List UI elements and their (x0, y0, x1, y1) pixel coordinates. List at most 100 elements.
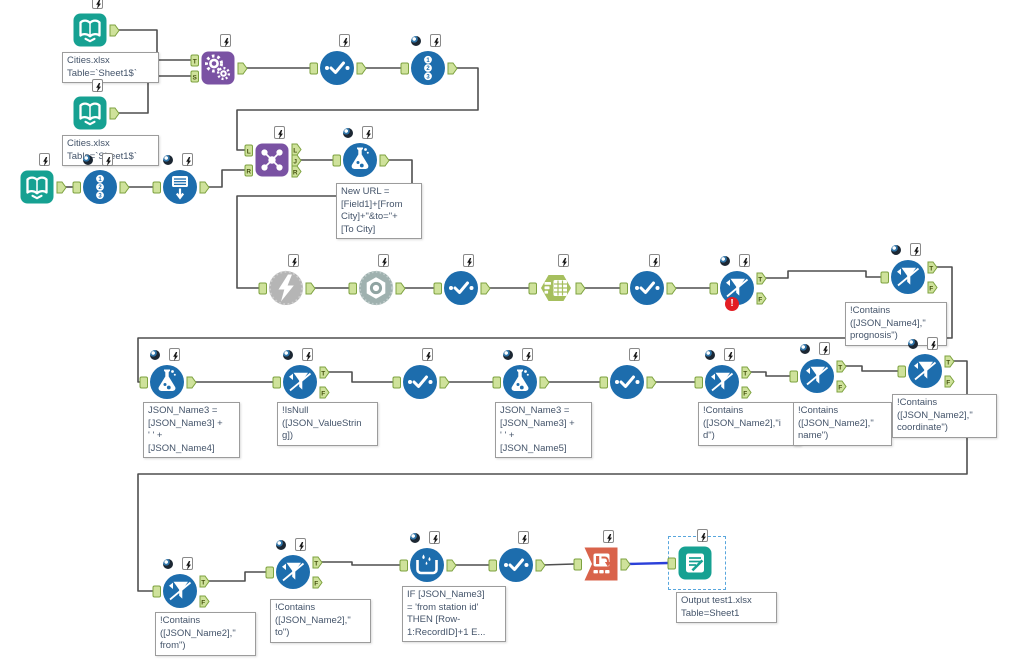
output-anchor[interactable] (620, 558, 631, 571)
input-cities-1-tool[interactable] (72, 0, 120, 48)
output-anchor[interactable] (447, 62, 458, 75)
output-anchor[interactable] (109, 24, 120, 37)
output-anchor-F[interactable]: F (741, 386, 752, 399)
output-anchor-F[interactable]: F (927, 281, 938, 294)
output-anchor[interactable] (446, 559, 457, 572)
input-anchor[interactable] (258, 282, 269, 295)
input-anchor[interactable] (265, 566, 276, 579)
input-anchor[interactable] (528, 282, 539, 295)
select-1-tool[interactable] (309, 34, 367, 86)
output-anchor-T[interactable]: T (756, 272, 767, 285)
input-cities-3-tool[interactable] (19, 153, 67, 205)
input-anchor[interactable] (667, 557, 678, 570)
output-anchor[interactable] (395, 282, 406, 295)
output-anchor[interactable] (305, 282, 316, 295)
transpose-tool[interactable] (573, 530, 631, 582)
input-anchor[interactable] (433, 282, 444, 295)
output-anchor-T[interactable]: T (836, 360, 847, 373)
output-anchor[interactable] (379, 154, 390, 167)
output-anchor[interactable] (186, 376, 197, 389)
output-anchor[interactable] (646, 376, 657, 389)
download-tool[interactable] (258, 254, 316, 306)
select-4-tool[interactable] (488, 531, 546, 583)
output-anchor-T[interactable]: T (199, 575, 210, 588)
output-anchor[interactable] (480, 282, 491, 295)
multi-row-formula-tool[interactable] (399, 531, 457, 583)
formula-name4-tool[interactable] (139, 348, 197, 400)
select-5-tool[interactable] (392, 348, 450, 400)
output-anchor[interactable] (109, 107, 120, 120)
output-anchor[interactable] (439, 376, 450, 389)
input-anchor[interactable] (573, 558, 584, 571)
input-anchor[interactable] (392, 376, 403, 389)
output-anchor[interactable] (237, 62, 248, 75)
input-anchor[interactable] (272, 376, 283, 389)
text-to-columns-tool[interactable] (528, 254, 586, 306)
input-anchor[interactable] (709, 282, 720, 295)
input-anchor[interactable] (332, 154, 343, 167)
input-anchor-S[interactable]: S (190, 70, 201, 83)
output-anchor-F[interactable]: F (319, 386, 330, 399)
output-anchor[interactable] (539, 376, 550, 389)
input-anchor[interactable] (488, 559, 499, 572)
input-anchor[interactable] (880, 271, 891, 284)
input-anchor[interactable] (152, 585, 163, 598)
output-anchor-F[interactable]: F (836, 380, 847, 393)
json-parse-tool[interactable] (348, 254, 406, 306)
input-anchor[interactable] (139, 376, 150, 389)
formula-new-url-tool[interactable] (332, 126, 390, 178)
output-anchor-T[interactable]: T (927, 261, 938, 274)
output-anchor-F[interactable]: F (944, 375, 955, 388)
input-anchor[interactable] (152, 181, 163, 194)
output-anchor-T[interactable]: T (319, 366, 330, 379)
input-anchor[interactable] (619, 282, 630, 295)
output-anchor[interactable] (575, 282, 586, 295)
input-anchor-T[interactable]: T (190, 54, 201, 67)
input-anchor[interactable] (309, 62, 320, 75)
input-anchor-L[interactable]: L (244, 144, 255, 157)
output-anchor[interactable] (535, 559, 546, 572)
input-anchor[interactable] (599, 376, 610, 389)
output-anchor[interactable] (119, 181, 130, 194)
select-2-tool[interactable] (433, 254, 491, 306)
input-anchor[interactable] (789, 370, 800, 383)
output-anchor-T[interactable]: T (312, 556, 323, 569)
output-anchor[interactable] (356, 62, 367, 75)
output-anchor-L[interactable]: L (291, 143, 302, 156)
output-anchor[interactable] (56, 181, 67, 194)
error-badge[interactable]: ! (725, 297, 739, 311)
output-anchor[interactable] (666, 282, 677, 295)
output-anchor-F[interactable]: F (199, 595, 210, 608)
output-anchor-R[interactable]: R (291, 165, 302, 178)
output-anchor-T[interactable]: T (944, 355, 955, 368)
output-anchor-T[interactable]: T (741, 366, 752, 379)
generate-rows-tool[interactable] (152, 153, 210, 205)
select-6-tool[interactable] (599, 348, 657, 400)
input-anchor[interactable] (348, 282, 359, 295)
input-anchor-R[interactable]: R (244, 164, 255, 177)
input-anchor[interactable] (72, 181, 83, 194)
output-anchor-F[interactable]: F (756, 292, 767, 305)
input-anchor[interactable] (400, 62, 411, 75)
output-anchor-J[interactable]: J (291, 154, 302, 167)
input-anchor[interactable] (694, 376, 705, 389)
output-anchor[interactable] (199, 181, 210, 194)
output-anchor-F[interactable]: F (312, 576, 323, 589)
formula-name5-tool[interactable] (492, 348, 550, 400)
output-test1-tool[interactable] (667, 529, 713, 581)
input-cities-2-tool[interactable] (72, 79, 120, 131)
input-anchor[interactable] (492, 376, 503, 389)
